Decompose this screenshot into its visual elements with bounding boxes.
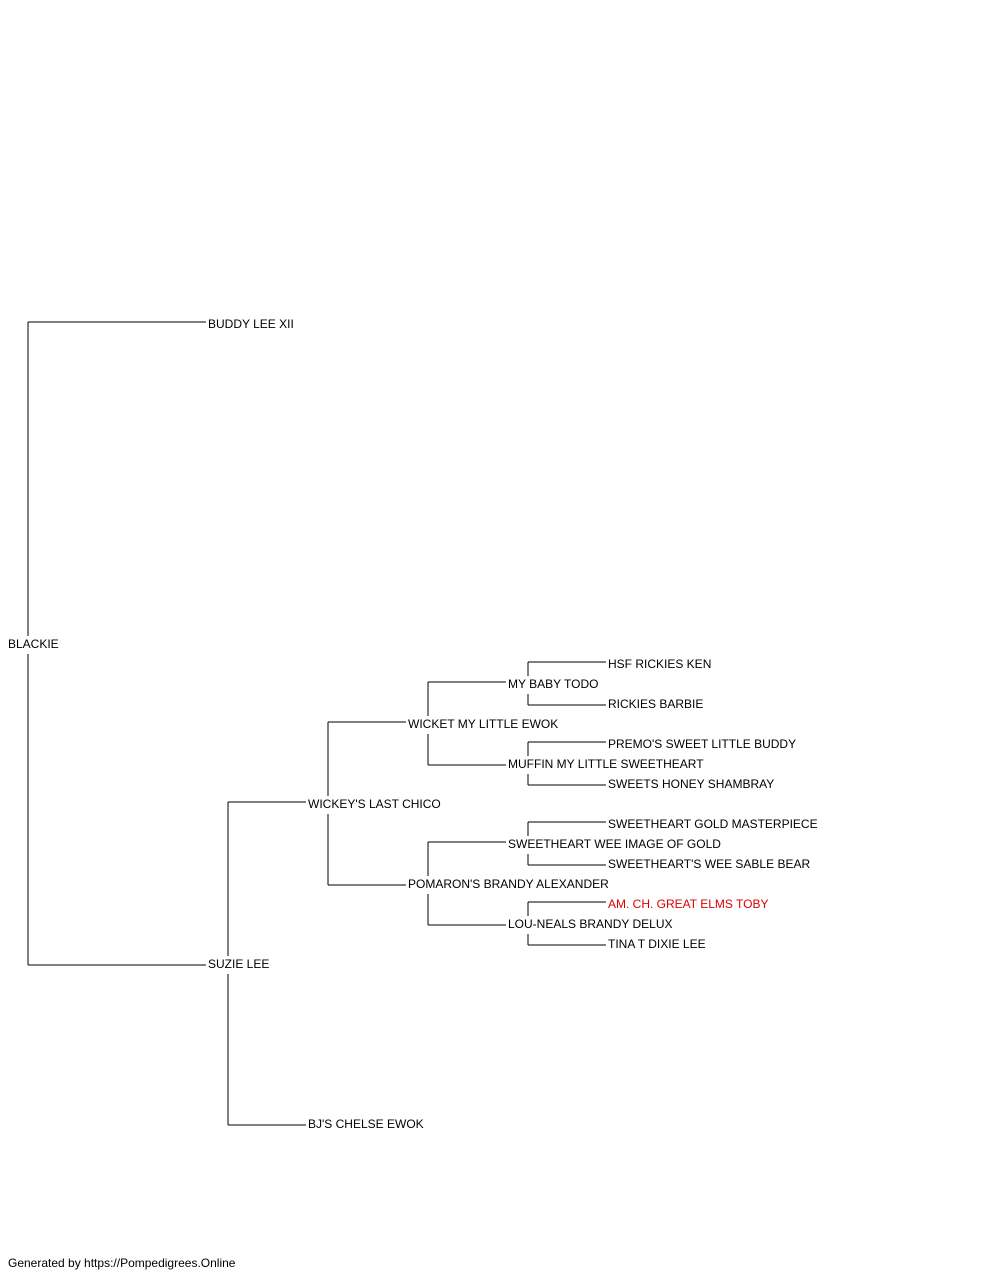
dog-name-dam-dam: BJ'S CHELSE EWOK — [308, 1117, 424, 1131]
dog-name-dam-sire-sire-dam-sire: PREMO'S SWEET LITTLE BUDDY — [608, 737, 796, 751]
dog-name-dam-sire-sire-sire: MY BABY TODO — [508, 677, 598, 691]
dog-name-dam-sire-dam: POMARON'S BRANDY ALEXANDER — [408, 877, 609, 891]
dog-name-dam-sire-sire-dam-dam: SWEETS HONEY SHAMBRAY — [608, 777, 774, 791]
dog-name-dam-sire-sire-sire-dam: RICKIES BARBIE — [608, 697, 703, 711]
dog-name-dam: SUZIE LEE — [208, 957, 269, 971]
dog-name-subject: BLACKIE — [8, 637, 59, 651]
dog-names: BLACKIE BUDDY LEE XII SUZIE LEE WICKEY'S… — [8, 317, 818, 1131]
dog-name-dam-sire-dam-sire-dam: SWEETHEART'S WEE SABLE BEAR — [608, 857, 810, 871]
dog-name-dam-sire-dam-dam-dam: TINA T DIXIE LEE — [608, 937, 706, 951]
dog-name-dam-sire-sire-sire-sire: HSF RICKIES KEN — [608, 657, 711, 671]
dog-name-dam-sire-sire: WICKET MY LITTLE EWOK — [408, 717, 558, 731]
dog-name-dam-sire: WICKEY'S LAST CHICO — [308, 797, 441, 811]
dog-name-dam-sire-sire-dam: MUFFIN MY LITTLE SWEETHEART — [508, 757, 704, 771]
dog-name-dam-sire-dam-dam-sire: AM. CH. GREAT ELMS TOBY — [608, 897, 768, 911]
dog-name-dam-sire-dam-dam: LOU-NEALS BRANDY DELUX — [508, 917, 673, 931]
generated-by-footer: Generated by https://Pompedigrees.Online — [8, 1256, 236, 1270]
dog-name-sire: BUDDY LEE XII — [208, 317, 294, 331]
dog-name-dam-sire-dam-sire: SWEETHEART WEE IMAGE OF GOLD — [508, 837, 721, 851]
dog-name-dam-sire-dam-sire-sire: SWEETHEART GOLD MASTERPIECE — [608, 817, 818, 831]
connector-lines — [27, 321, 606, 1126]
